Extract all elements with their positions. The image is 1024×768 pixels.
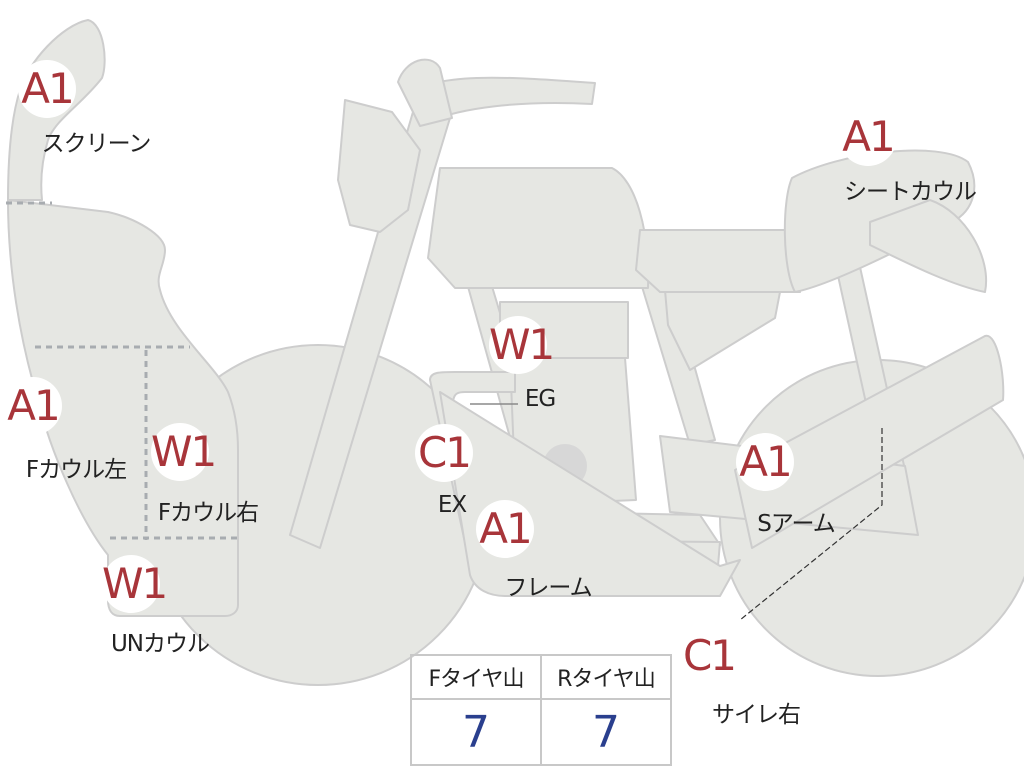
silencer — [734, 334, 1005, 549]
seat-cowl-code: A1 — [839, 108, 897, 166]
engine-label: EG — [524, 386, 556, 412]
handlebar — [404, 76, 596, 123]
rear-tread-header: Rタイヤ山 — [540, 654, 672, 700]
handlebar-top — [397, 58, 453, 127]
exhaust-label: EX — [437, 492, 467, 518]
front-tread-value: 7 — [410, 698, 542, 766]
tire-tread-table: Fタイヤ山 Rタイヤ山 7 7 — [410, 654, 672, 766]
f-cowl-right-code: W1 — [151, 423, 217, 481]
engine-code: W1 — [489, 316, 555, 374]
f-cowl-right-label: Fカウル右 — [157, 500, 259, 526]
silencer-right-code: C1 — [680, 627, 738, 685]
f-cowl-left-code: A1 — [4, 377, 62, 435]
under-cowl-code: W1 — [102, 555, 168, 613]
front-tread-header: Fタイヤ山 — [410, 654, 542, 700]
seat-cowl-tail — [869, 199, 988, 293]
swing-arm-code: A1 — [736, 433, 794, 491]
seat — [635, 229, 801, 293]
under-cowl-label: UNカウル — [110, 631, 210, 657]
exhaust-code: C1 — [415, 424, 473, 482]
frame-code: A1 — [476, 500, 534, 558]
screen-label: スクリーン — [41, 131, 152, 157]
swing-arm-label: Sアーム — [757, 511, 836, 537]
screen-code: A1 — [18, 60, 76, 118]
headlight — [337, 99, 421, 233]
fuel-tank — [427, 167, 650, 289]
seat-cowl-label: シートカウル — [844, 179, 977, 205]
f-cowl-left-label: Fカウル左 — [25, 457, 127, 483]
frame-label: フレーム — [504, 575, 592, 601]
silencer-leader-line — [739, 428, 883, 621]
silencer-right-label: サイレ右 — [712, 702, 801, 728]
rear-tread-value: 7 — [540, 698, 672, 766]
